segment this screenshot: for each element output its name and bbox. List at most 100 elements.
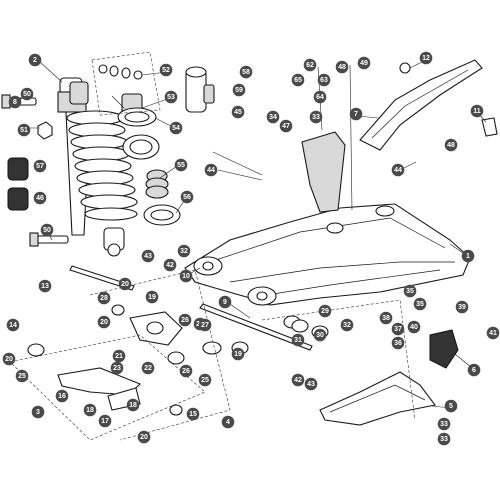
callout-circle xyxy=(8,95,22,109)
callout-number: 31 xyxy=(294,337,302,344)
callout-number: 26 xyxy=(182,368,190,375)
callout-circle xyxy=(163,258,177,272)
callout-circle xyxy=(470,104,484,118)
callout-circle xyxy=(83,403,97,417)
callout-badge: 46 xyxy=(33,191,47,205)
callout-circle xyxy=(221,415,235,429)
callout-number: 5 xyxy=(449,403,453,410)
shock-spring xyxy=(66,110,138,221)
callout-number: 43 xyxy=(144,253,152,260)
callout-number: 48 xyxy=(338,64,346,71)
callout-number: 13 xyxy=(41,283,49,290)
callout-badge: 22 xyxy=(141,361,155,375)
callout-circle xyxy=(357,56,371,70)
callout-badge: 6 xyxy=(467,363,481,377)
callout-circle xyxy=(455,300,469,314)
callout-badge: 9 xyxy=(218,295,232,309)
callout-circle xyxy=(303,58,317,72)
callout-badge: 23 xyxy=(110,361,124,375)
callout-circle xyxy=(467,363,481,377)
callout-number: 50 xyxy=(23,91,31,98)
callout-circle xyxy=(407,320,421,334)
callout-badge: 51 xyxy=(17,123,31,137)
callout-badge: 48 xyxy=(444,138,458,152)
callout-badge: 5 xyxy=(444,399,458,413)
callout-number: 45 xyxy=(234,109,242,116)
callout-number: 53 xyxy=(167,94,175,101)
callout-circle xyxy=(28,53,42,67)
chain-guide-arm xyxy=(301,131,346,213)
callout-circle xyxy=(33,159,47,173)
callout-number: 44 xyxy=(394,167,402,174)
callout-circle xyxy=(437,417,451,431)
callout-circle xyxy=(266,110,280,124)
callout-badge: 19 xyxy=(145,290,159,304)
callout-circle xyxy=(118,277,132,291)
callout-badge: 55 xyxy=(174,158,188,172)
callout-number: 64 xyxy=(316,94,324,101)
callout-badge: 45 xyxy=(231,105,245,119)
callout-circle xyxy=(2,352,16,366)
callout-number: 42 xyxy=(294,377,302,384)
callout-circle xyxy=(97,291,111,305)
callout-circle xyxy=(486,326,500,340)
callout-badge: 20 xyxy=(2,352,16,366)
callout-circle xyxy=(38,279,52,293)
callout-circle xyxy=(97,315,111,329)
callout-number: 57 xyxy=(36,163,44,170)
callout-circle xyxy=(159,63,173,77)
callout-badge: 64 xyxy=(313,90,327,104)
callout-circle xyxy=(180,190,194,204)
callout-badge: 34 xyxy=(266,110,280,124)
callout-number: 55 xyxy=(177,162,185,169)
callout-badge: 10 xyxy=(179,269,193,283)
callout-circle xyxy=(198,318,212,332)
callout-badge: 47 xyxy=(279,119,293,133)
callout-badge: 19 xyxy=(231,347,245,361)
callout-badge: 56 xyxy=(180,190,194,204)
callout-circle xyxy=(40,223,54,237)
callout-badge: 62 xyxy=(303,58,317,72)
callout-badge: 39 xyxy=(455,300,469,314)
callout-badge: 1 xyxy=(461,249,475,263)
callout-number: 6 xyxy=(472,367,476,374)
callout-number: 56 xyxy=(183,194,191,201)
callout-circle xyxy=(317,73,331,87)
callout-circle xyxy=(349,107,363,121)
callout-circle xyxy=(318,304,332,318)
callout-circle xyxy=(291,333,305,347)
callout-badge: 14 xyxy=(6,318,20,332)
callout-number: 37 xyxy=(394,326,402,333)
callout-badge: 42 xyxy=(163,258,177,272)
callout-number: 49 xyxy=(360,60,368,67)
callout-circle xyxy=(444,138,458,152)
callout-badge: 18 xyxy=(126,398,140,412)
callout-badge: 38 xyxy=(379,311,393,325)
callout-number: 36 xyxy=(394,340,402,347)
callout-number: 25 xyxy=(18,373,26,380)
callout-circle xyxy=(179,269,193,283)
callout-circle xyxy=(291,373,305,387)
swingarm xyxy=(184,203,471,306)
callout-number: 33 xyxy=(440,436,448,443)
callout-number: 3 xyxy=(36,409,40,416)
callout-circle xyxy=(239,65,253,79)
callout-number: 35 xyxy=(416,301,424,308)
linkage-rocker xyxy=(129,311,183,346)
callout-badge: 20 xyxy=(97,315,111,329)
callout-circle xyxy=(335,60,349,74)
callout-circle xyxy=(279,119,293,133)
callout-number: 23 xyxy=(113,365,121,372)
callout-number: 12 xyxy=(422,55,430,62)
callout-circle xyxy=(291,73,305,87)
callout-badge: 12 xyxy=(419,51,433,65)
callout-number: 48 xyxy=(447,142,455,149)
callout-number: 43 xyxy=(307,381,315,388)
callout-number: 28 xyxy=(100,295,108,302)
callout-circle xyxy=(340,318,354,332)
callout-number: 20 xyxy=(5,356,13,363)
callout-circle xyxy=(391,336,405,350)
callout-number: 9 xyxy=(223,299,227,306)
callout-badge: 26 xyxy=(179,364,193,378)
callout-badge: 11 xyxy=(470,104,484,118)
